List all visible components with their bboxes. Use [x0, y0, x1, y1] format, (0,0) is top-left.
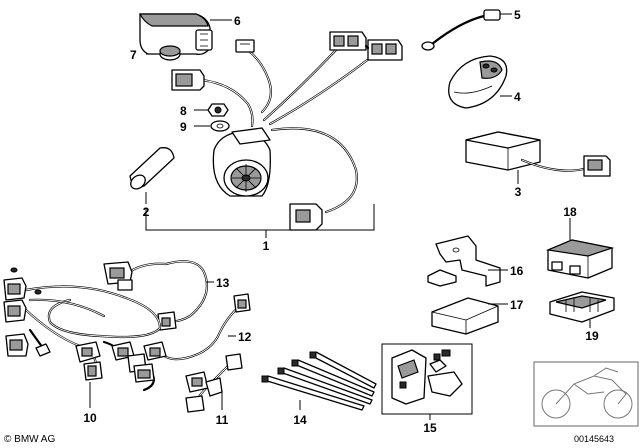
part-8-nut	[207, 103, 229, 117]
part-13-harness	[103, 260, 208, 331]
callout-15: 15	[423, 421, 437, 435]
callout-10: 10	[83, 411, 97, 425]
callout-3: 3	[515, 185, 522, 199]
callout-5: 5	[514, 8, 521, 22]
part-17-plate	[431, 297, 499, 335]
callout-13: 13	[216, 276, 230, 290]
part-10-harness	[3, 267, 162, 381]
callout-19: 19	[585, 329, 599, 343]
part-12-harness	[133, 293, 251, 392]
copyright-label: © BMW AG	[4, 434, 55, 445]
callout-17: 17	[510, 298, 524, 312]
callout-4: 4	[514, 90, 521, 104]
dual-connector	[329, 31, 403, 61]
part-19-holder	[549, 291, 615, 323]
part-16-bracket	[427, 235, 501, 287]
part-4-remote	[448, 55, 508, 109]
callout-18: 18	[563, 205, 577, 219]
callout-11: 11	[216, 413, 229, 427]
callout-6: 6	[234, 14, 241, 28]
part-3-control-module	[465, 131, 611, 177]
part-6-module	[139, 13, 213, 56]
callout-7: 7	[130, 48, 137, 62]
siren	[212, 127, 271, 197]
part-9-washer	[210, 120, 230, 132]
callout-9: 9	[180, 120, 187, 134]
part-1-main-harness	[171, 31, 403, 231]
callout-1: 1	[263, 239, 270, 253]
callout-14: 14	[293, 413, 307, 427]
callout-16: 16	[510, 264, 524, 278]
part-11-harness	[185, 353, 243, 413]
part-2-cap	[129, 147, 175, 190]
callout-2: 2	[143, 205, 150, 219]
part-18-block	[545, 239, 615, 279]
callout-12: 12	[238, 330, 252, 344]
part-14-cable-ties	[261, 351, 377, 411]
part-7-ring	[159, 45, 181, 61]
part-15-kit	[381, 343, 473, 415]
part-5-sensor	[421, 9, 501, 51]
callout-8: 8	[180, 104, 187, 118]
motorcycle-thumbnail	[533, 361, 639, 427]
document-id: 00145643	[574, 434, 614, 444]
